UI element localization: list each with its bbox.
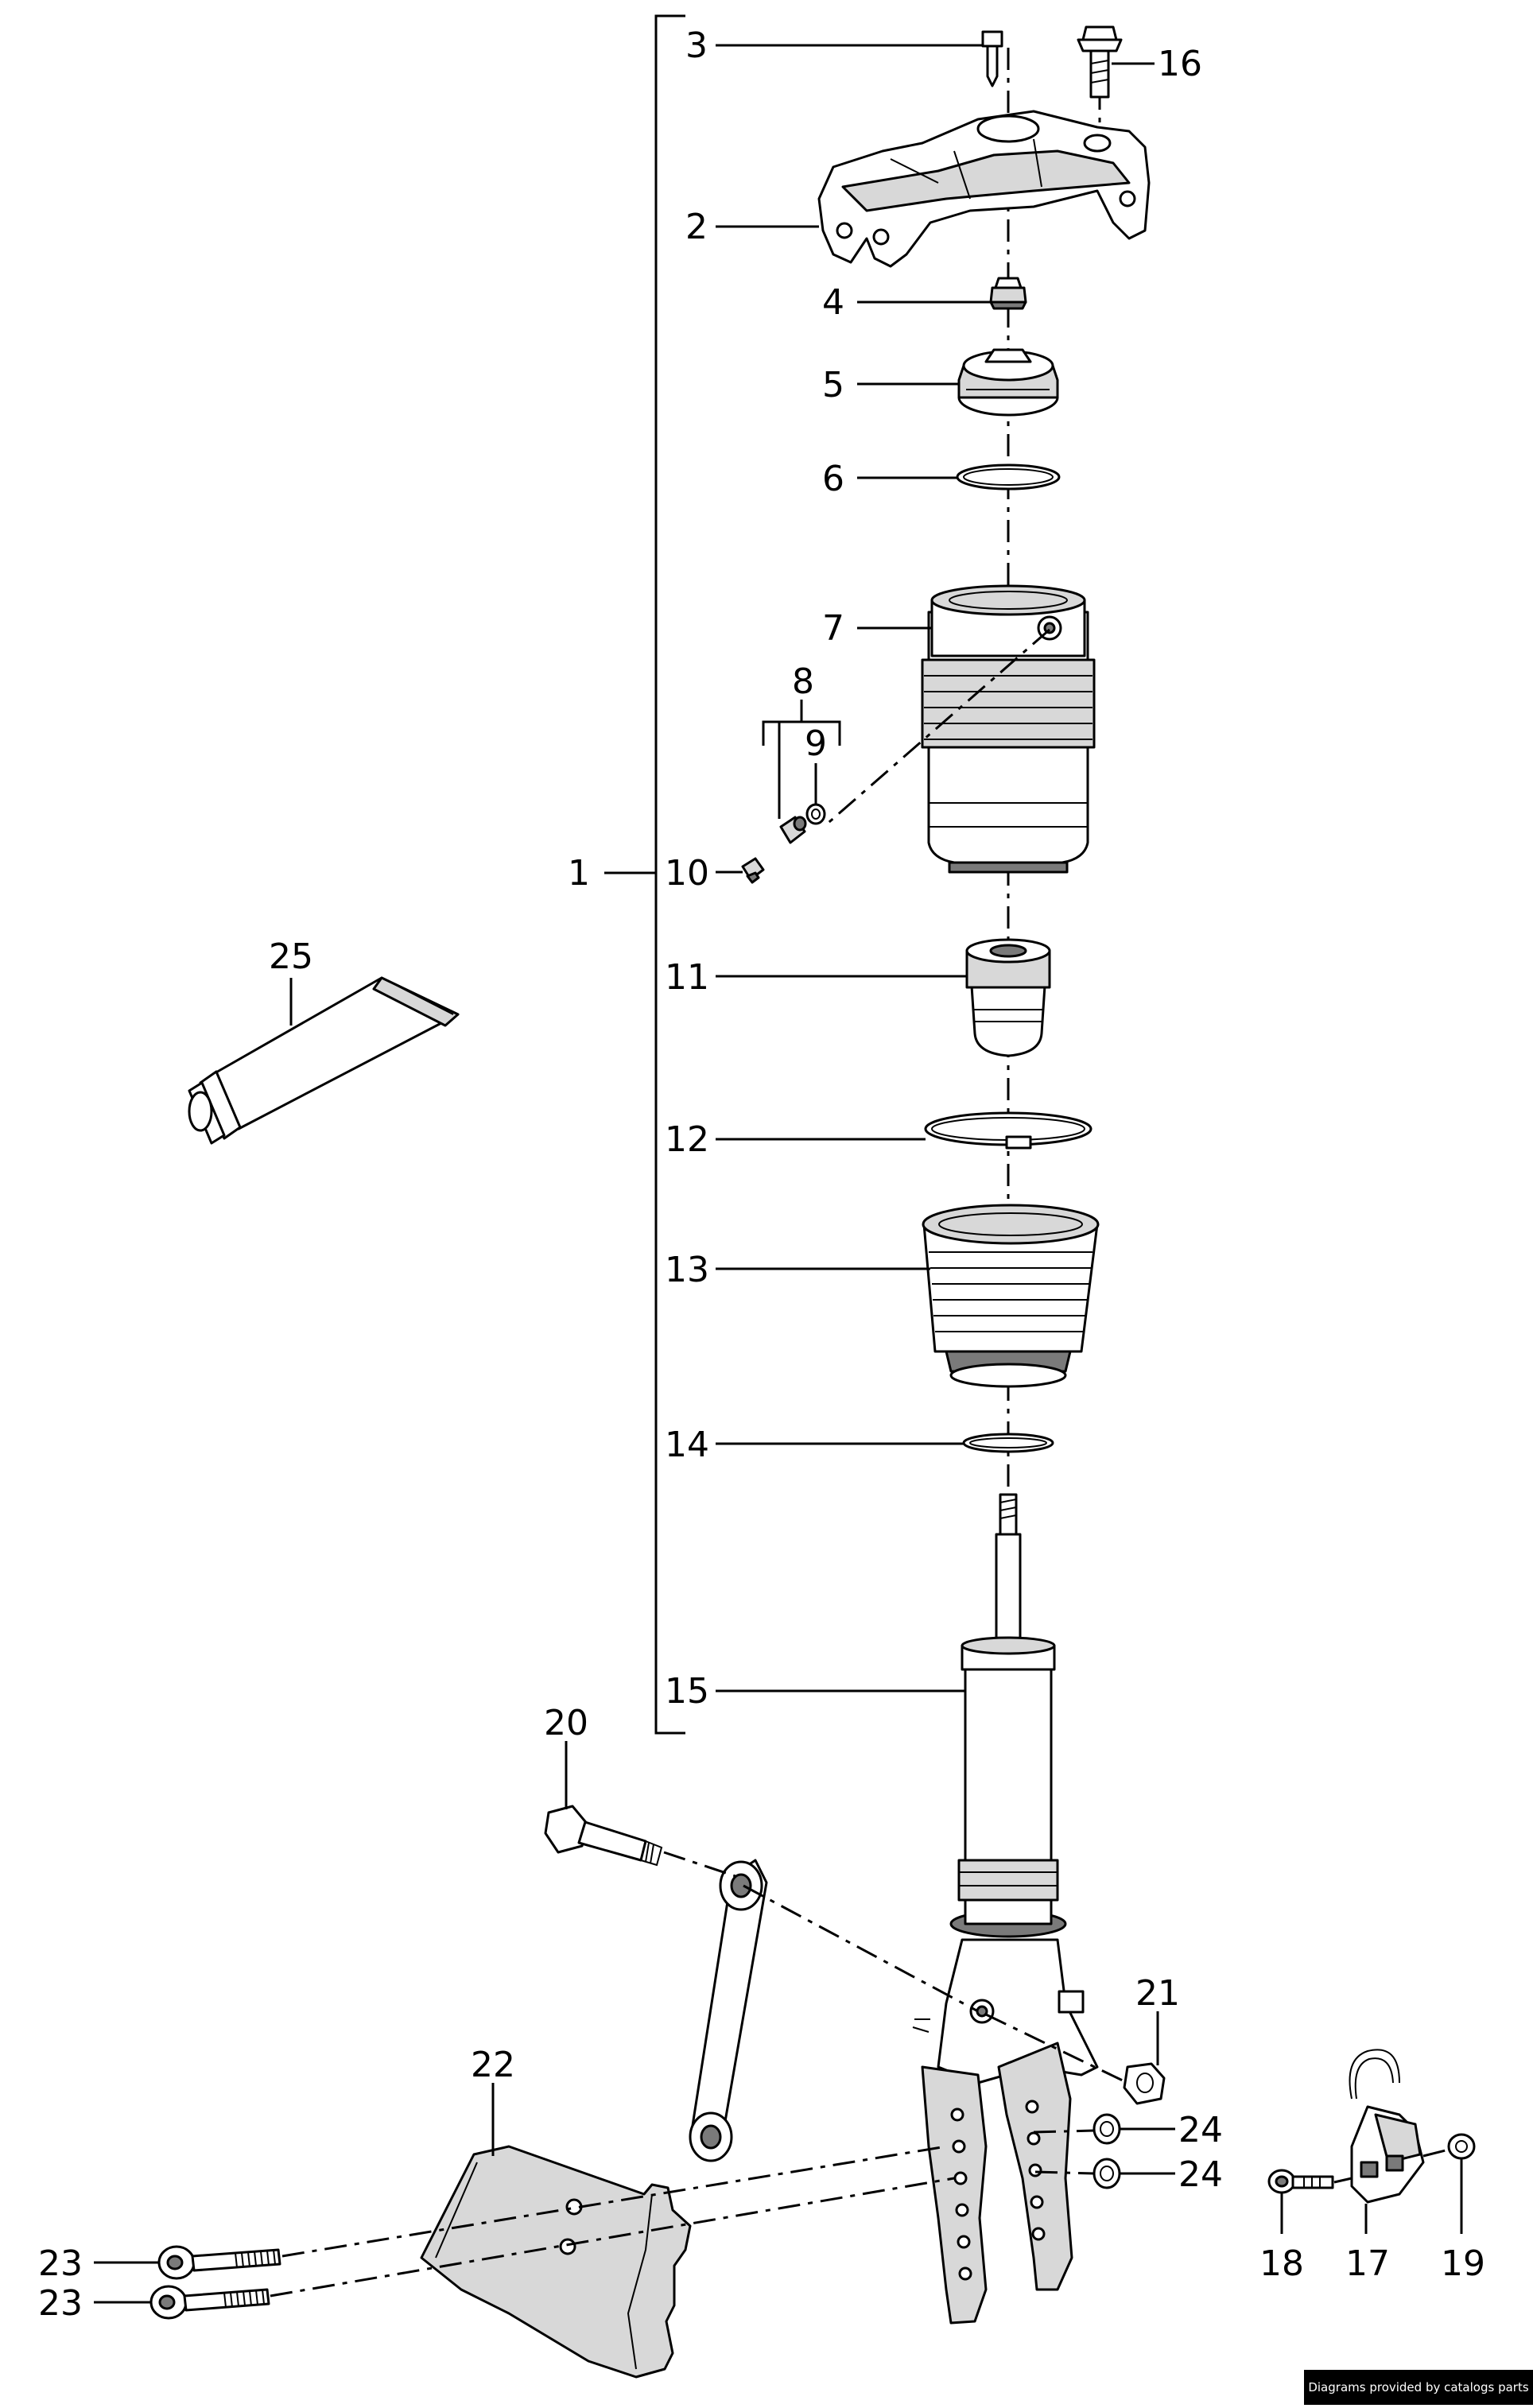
bracket-1 <box>654 14 685 1735</box>
air-spring-7-icon <box>921 584 1096 874</box>
bolt-23a-icon <box>157 2245 281 2280</box>
callout-19: 19 <box>1441 2243 1485 2284</box>
axis-24b <box>1034 2170 1095 2175</box>
callout-7: 7 <box>822 608 844 649</box>
callout-22: 22 <box>471 2045 515 2085</box>
axis-nut21 <box>985 2013 1128 2084</box>
callout-3: 3 <box>685 25 708 66</box>
top-mount-bracket-2-icon <box>817 110 1151 268</box>
bolt-20-icon <box>544 1805 663 1867</box>
screw-18-icon <box>1267 2169 1334 2194</box>
axis-link <box>743 1884 979 2013</box>
bellows-13-icon <box>922 1204 1100 1388</box>
axis-23a <box>281 2145 947 2258</box>
clamp-band-12-icon <box>924 1111 1093 1150</box>
link-rod-icon <box>689 1859 768 2162</box>
callout-11: 11 <box>665 957 709 998</box>
axis-23b <box>270 2177 955 2297</box>
callout-5: 5 <box>822 365 844 405</box>
callout-23b: 23 <box>38 2283 83 2324</box>
callout-2: 2 <box>685 207 708 247</box>
callout-24b: 24 <box>1178 2154 1223 2195</box>
shock-absorber-15-icon <box>949 1493 1067 1938</box>
o-ring-6-icon <box>956 463 1061 491</box>
callout-25: 25 <box>269 936 313 977</box>
bump-stop-11-icon <box>965 938 1051 1057</box>
axis-valve <box>823 628 1050 828</box>
nut-4-icon <box>989 277 1027 310</box>
bracket-8 <box>762 720 841 746</box>
bolt-23b-icon <box>149 2285 270 2320</box>
sensor-17-icon <box>1349 2049 1425 2204</box>
axis-bolt20 <box>663 1851 736 1878</box>
callout-9: 9 <box>805 723 827 764</box>
valve-8-icon <box>779 816 807 844</box>
credit-badge: Diagrams provided by catalogs parts <box>1304 2370 1533 2405</box>
screw-3-icon <box>981 30 1003 87</box>
callout-8: 8 <box>792 661 814 702</box>
callout-14: 14 <box>665 1425 709 1465</box>
callout-23a: 23 <box>38 2243 83 2284</box>
axis-24a <box>1033 2129 1095 2134</box>
callout-21: 21 <box>1135 1973 1180 2014</box>
callout-15: 15 <box>665 1671 709 1712</box>
o-ring-14-icon <box>962 1433 1054 1453</box>
callout-24a: 24 <box>1178 2110 1223 2150</box>
axis-19 <box>1422 2148 1450 2158</box>
callout-13: 13 <box>665 1250 709 1290</box>
strut-mount-5-icon <box>957 348 1059 417</box>
callout-1: 1 <box>568 853 590 894</box>
nut-21-icon <box>1123 2062 1166 2105</box>
cover-22-icon <box>420 2145 692 2379</box>
callout-20: 20 <box>544 1703 588 1743</box>
callout-12: 12 <box>665 1119 709 1160</box>
valve-insert-10-icon <box>741 857 765 884</box>
bolt-16-icon <box>1077 25 1123 99</box>
callout-6: 6 <box>822 459 844 499</box>
seal-ring-9-icon <box>805 803 826 825</box>
axis-18 <box>1333 2177 1353 2184</box>
callout-10: 10 <box>665 853 709 894</box>
strut-fork-icon <box>912 1938 1099 2325</box>
callout-4: 4 <box>822 282 844 323</box>
callout-18: 18 <box>1259 2243 1304 2284</box>
washer-19-icon <box>1447 2133 1476 2160</box>
callout-16: 16 <box>1158 44 1202 84</box>
nut-24a-icon <box>1093 2113 1121 2145</box>
callout-17: 17 <box>1345 2243 1390 2284</box>
nut-24b-icon <box>1093 2158 1121 2189</box>
grease-tube-25-icon <box>188 976 460 1145</box>
